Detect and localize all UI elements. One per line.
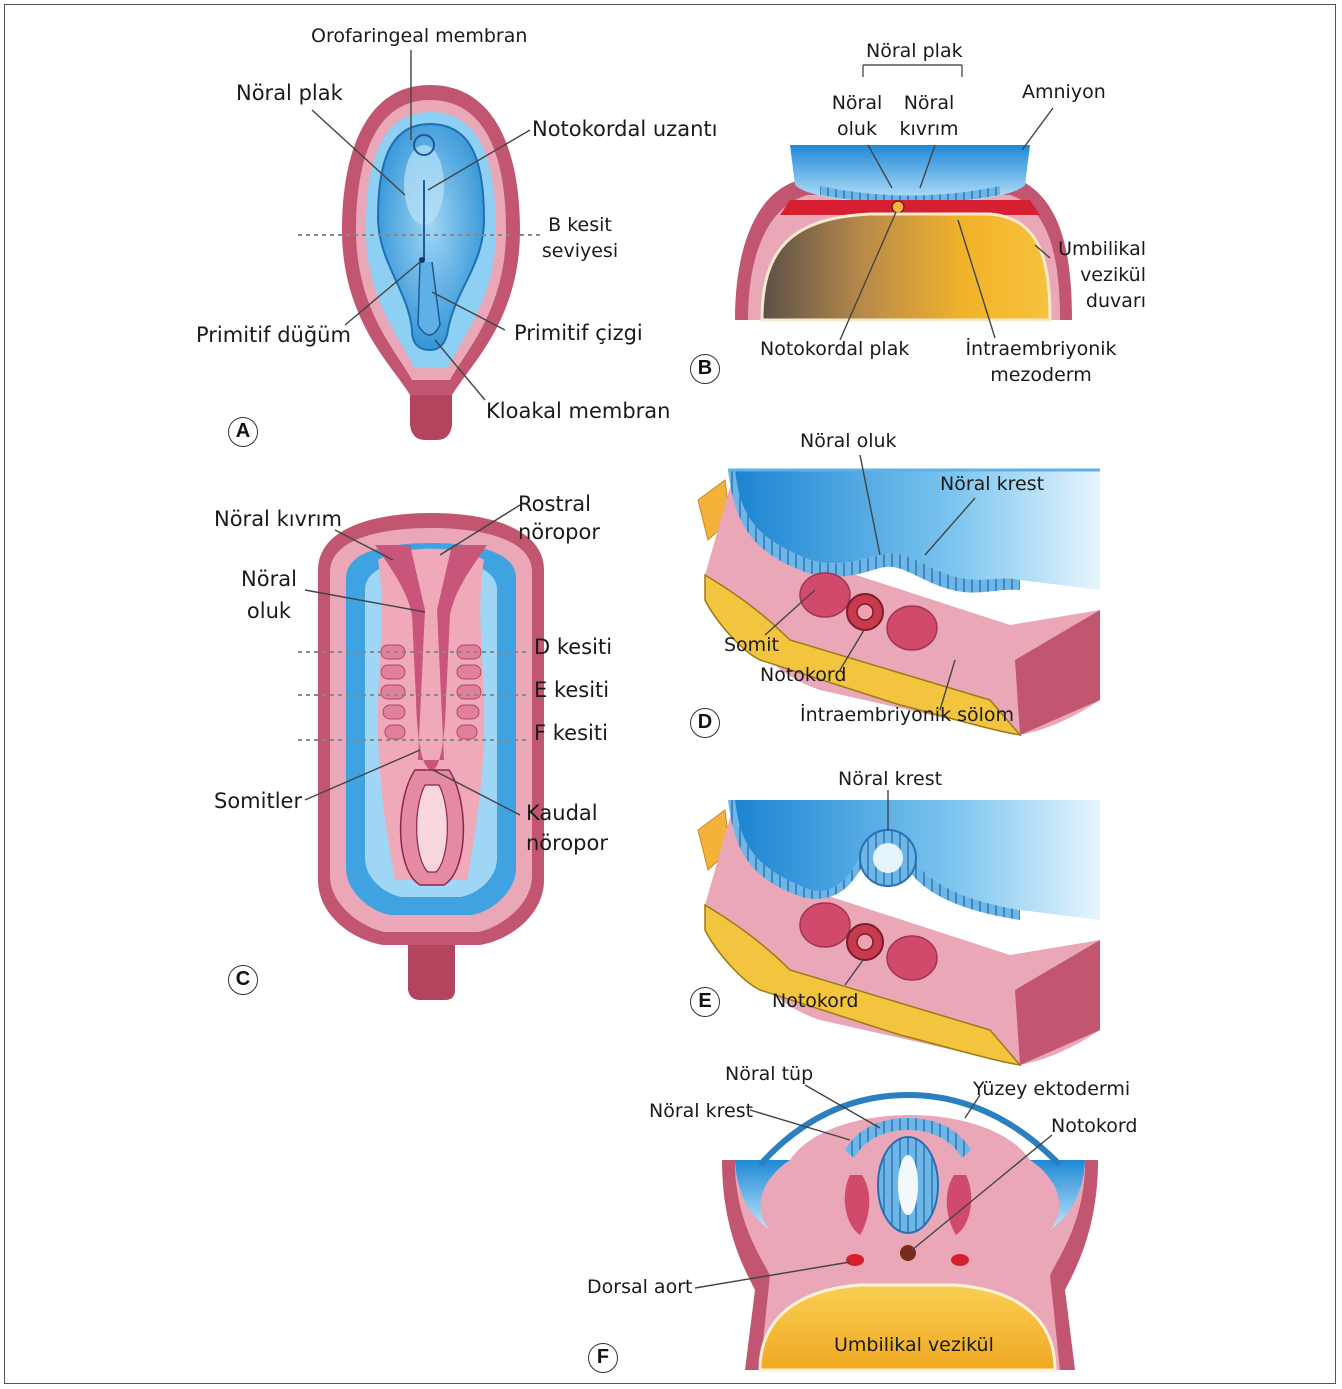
panel-f-drawing — [695, 1085, 1098, 1370]
label-notokordal-plak: Notokordal plak — [760, 336, 909, 362]
label-primitif-dugum: Primitif düğüm — [196, 320, 351, 350]
label-rostral-line1: Rostral — [518, 489, 591, 519]
label-c-oluk-line1: Nöral — [230, 564, 308, 594]
panel-label-b: B — [690, 354, 720, 384]
label-umbilikal-line1: Umbilikal — [1036, 236, 1146, 262]
label-b-kesit-line2: seviyesi — [540, 238, 620, 264]
label-b-oluk-line2: oluk — [826, 116, 888, 142]
label-rostral-line2: nöropor — [518, 517, 600, 547]
label-primitif-cizgi: Primitif çizgi — [514, 318, 643, 348]
label-b-noral-plak: Nöral plak — [866, 38, 963, 64]
label-orofaringeal-membran: Orofaringeal membran — [311, 23, 527, 49]
label-f-kesiti: F kesiti — [534, 718, 608, 748]
label-f-notokord: Notokord — [1051, 1113, 1137, 1139]
label-kloakal-membran: Kloakal membran — [486, 396, 670, 426]
panel-label-c: C — [228, 965, 258, 995]
label-intraembriyonik-line2: mezoderm — [960, 362, 1122, 388]
label-e-kesiti: E kesiti — [534, 675, 609, 705]
label-intraembriyonik-solom: İntraembriyonik sölom — [800, 702, 1014, 728]
label-c-oluk-line2: oluk — [230, 596, 308, 626]
panel-d-drawing — [698, 455, 1100, 735]
label-b-kivrim-line2: kıvrım — [898, 116, 960, 142]
label-kaudal-line2: nöropor — [526, 828, 608, 858]
label-d-kesiti: D kesiti — [534, 632, 612, 662]
label-dorsal-aort: Dorsal aort — [587, 1274, 692, 1300]
label-umbilikal-line3: duvarı — [1036, 288, 1146, 314]
label-somit: Somit — [724, 632, 779, 658]
label-b-kesit-line1: B kesit — [540, 212, 620, 238]
label-b-kivrim-line1: Nöral — [898, 90, 960, 116]
label-amniyon: Amniyon — [1022, 79, 1106, 105]
panel-a-drawing — [298, 50, 540, 440]
label-yuzey-ektodermi: Yüzey ektodermi — [973, 1076, 1130, 1102]
label-b-oluk-line1: Nöral — [826, 90, 888, 116]
label-umbilikal-line2: vezikül — [1036, 262, 1146, 288]
panel-e-drawing — [698, 790, 1100, 1065]
label-d-noral-krest: Nöral krest — [940, 471, 1044, 497]
label-d-notokord: Notokord — [760, 662, 846, 688]
label-kaudal-line1: Kaudal — [526, 798, 598, 828]
panel-label-d: D — [690, 708, 720, 738]
panel-label-e: E — [690, 987, 720, 1017]
label-c-noral-kivrim: Nöral kıvrım — [214, 504, 342, 534]
panel-c-drawing — [298, 505, 544, 1000]
label-e-noral-krest: Nöral krest — [838, 766, 942, 792]
panel-label-f: F — [588, 1343, 618, 1373]
label-notokordal-uzanti: Notokordal uzantı — [532, 114, 717, 144]
label-f-noral-krest: Nöral krest — [649, 1098, 753, 1124]
label-e-notokord: Notokord — [772, 988, 858, 1014]
label-umbilikal-vezikul: Umbilikal vezikül — [834, 1332, 994, 1358]
label-noral-tup: Nöral tüp — [725, 1061, 813, 1087]
label-d-noral-oluk: Nöral oluk — [800, 428, 897, 454]
label-a-noral-plak: Nöral plak — [236, 78, 343, 108]
label-somitler: Somitler — [214, 786, 302, 816]
panel-label-a: A — [228, 417, 258, 447]
label-intraembriyonik-line1: İntraembriyonik — [960, 336, 1122, 362]
